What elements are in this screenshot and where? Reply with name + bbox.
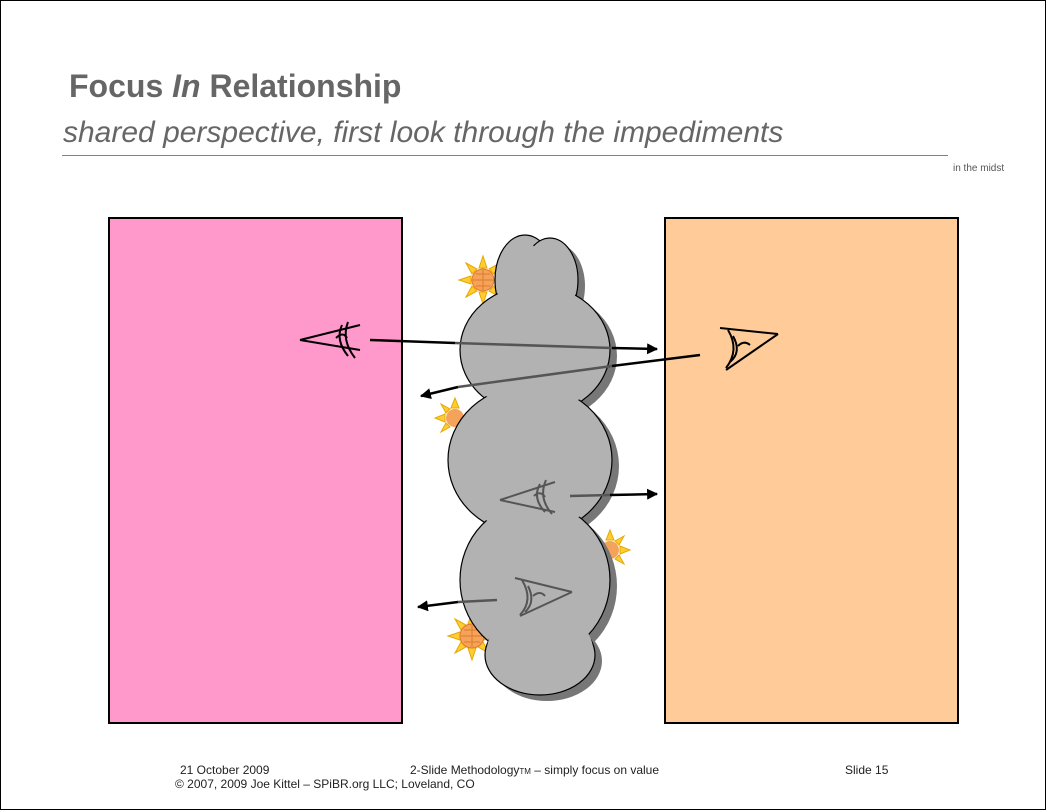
footer-methodology: 2-Slide Methodology <box>410 763 519 777</box>
eye-icon <box>300 322 360 358</box>
slide-number: Slide 15 <box>845 763 888 777</box>
eye-icon <box>720 328 778 370</box>
footer-trademark: TM <box>519 767 531 776</box>
footer-tagline: – simply focus on value <box>531 763 659 777</box>
footer-date: 21 October 2009 <box>180 763 269 777</box>
footer-copyright: © 2007, 2009 Joe Kittel – SPiBR.org LLC;… <box>175 777 475 791</box>
footer-title: 2-Slide MethodologyTM – simply focus on … <box>410 763 659 777</box>
